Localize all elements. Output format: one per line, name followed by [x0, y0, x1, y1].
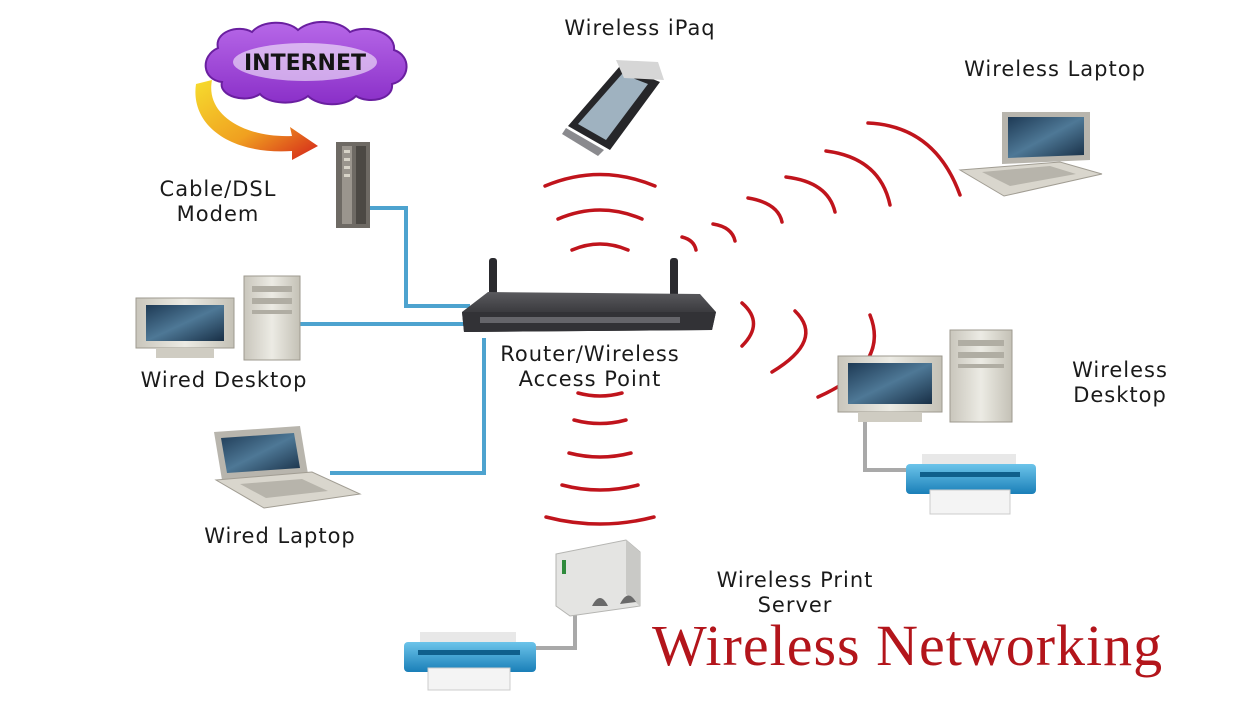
- signal-wave-icon: [770, 309, 808, 374]
- signal-wave-icon: [567, 451, 633, 459]
- internet-cloud: INTERNET: [204, 21, 408, 106]
- router-icon: [462, 258, 716, 332]
- modem-label-line-1: Cable/DSL: [159, 177, 277, 201]
- printer-icon: [906, 454, 1036, 515]
- wireless-desktop-label: Wireless Desktop: [1030, 358, 1210, 408]
- cloud-highlight: [233, 43, 377, 81]
- signal-wave-icon: [544, 515, 656, 526]
- router-label-line-2: Access Point: [518, 367, 662, 391]
- wireless-desktop-label-line-1: Wireless: [1072, 358, 1168, 382]
- diagram-title: Wireless Networking: [652, 613, 1164, 678]
- ipaq-label: Wireless iPaq: [564, 16, 716, 40]
- wired-desktop-icon: [135, 275, 301, 361]
- pda-icon: [562, 60, 664, 156]
- signal-wave-icon: [746, 196, 784, 224]
- print-server-icon: [555, 539, 641, 617]
- print-server-label-line-2: Server: [757, 593, 833, 617]
- cable-desktop-printer: [863, 412, 912, 472]
- signal-wave-icon: [740, 301, 756, 348]
- wired-laptop-label: Wired Laptop: [204, 524, 356, 548]
- modem-label-line-2: Modem: [176, 202, 260, 226]
- signal-wave-icon: [576, 391, 624, 398]
- router-label: Router/Wireless Access Point: [450, 342, 730, 392]
- modem-label: Cable/DSL Modem: [138, 177, 298, 227]
- laptop-icon: [958, 112, 1103, 197]
- wired-desktop-label: Wired Desktop: [140, 368, 308, 392]
- wireless-laptop-label: Wireless Laptop: [964, 57, 1146, 81]
- cable-modem-router: [365, 206, 470, 308]
- cables: [300, 206, 486, 475]
- internet-label: INTERNET: [244, 51, 366, 76]
- signal-wave-icon: [556, 208, 644, 221]
- print-server-label-line-1: Wireless Print: [716, 568, 874, 592]
- laptop-icon: [214, 426, 362, 509]
- signal-wave-icon: [572, 418, 628, 426]
- signal-wave-icon: [570, 242, 630, 252]
- desktop-icon: [837, 329, 1013, 423]
- signal-wave-icon: [560, 483, 640, 492]
- modem-icon: [336, 142, 370, 228]
- signal-wave-icon: [543, 172, 657, 188]
- signal-wave-icon: [824, 149, 892, 207]
- print-server-label: Wireless Print Server: [670, 568, 920, 618]
- router-label-line-1: Router/Wireless: [500, 342, 680, 366]
- arrow-icon: [195, 80, 318, 160]
- signal-wave-icon: [680, 235, 698, 252]
- signal-wave-icon: [711, 222, 737, 243]
- printer-icon: [404, 632, 536, 691]
- wireless-desktop-label-line-2: Desktop: [1073, 383, 1167, 407]
- signal-wave-icon: [866, 121, 962, 197]
- cable-print-server-printer: [530, 612, 577, 650]
- cable-laptop-router: [330, 338, 486, 475]
- signal-wave-icon: [784, 175, 837, 214]
